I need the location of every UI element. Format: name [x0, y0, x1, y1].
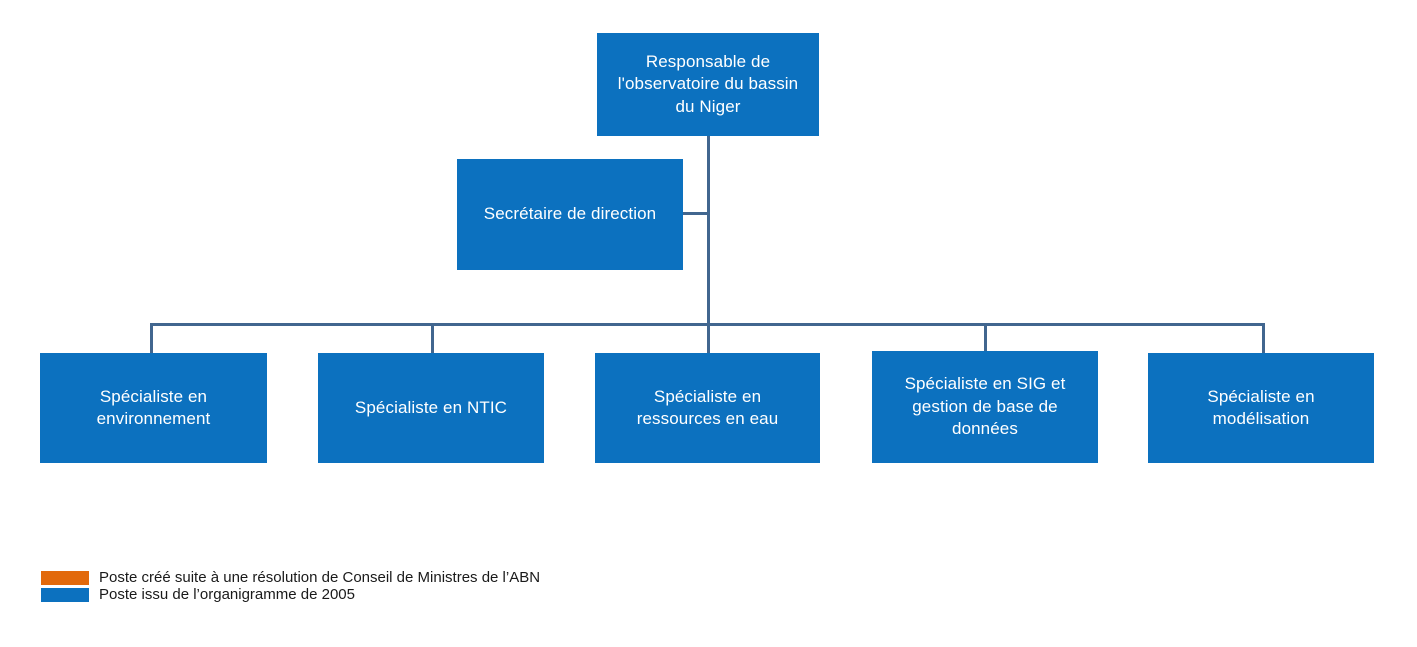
node-specialiste-ressources-en-eau[interactable]: Spécialiste en ressources en eau — [595, 353, 820, 463]
connector-root-trunk — [707, 136, 710, 325]
legend-swatch-existing — [41, 588, 89, 602]
legend: Poste créé suite à une résolution de Con… — [41, 570, 741, 604]
node-specialiste-sig-gestion-base-de-donnees[interactable]: Spécialiste en SIG et gestion de base de… — [872, 351, 1098, 463]
legend-item-created: Poste créé suite à une résolution de Con… — [41, 570, 741, 586]
node-specialiste-environnement[interactable]: Spécialiste en environnement — [40, 353, 267, 463]
connector-drop-1 — [150, 323, 153, 354]
legend-swatch-created — [41, 571, 89, 585]
node-responsable-observatoire[interactable]: Responsable de l'observatoire du bassin … — [597, 33, 819, 136]
legend-label-existing: Poste issu de l’organigramme de 2005 — [99, 586, 355, 603]
node-specialiste-modelisation[interactable]: Spécialiste en modélisation — [1148, 353, 1374, 463]
connector-secretary-stub — [682, 212, 709, 215]
legend-label-created: Poste créé suite à une résolution de Con… — [99, 569, 541, 586]
connector-drop-4 — [984, 323, 987, 351]
connector-drop-5 — [1262, 323, 1265, 354]
node-specialiste-ntic[interactable]: Spécialiste en NTIC — [318, 353, 544, 463]
connector-drop-3 — [707, 323, 710, 354]
node-secretaire-de-direction[interactable]: Secrétaire de direction — [457, 159, 683, 270]
legend-item-existing: Poste issu de l’organigramme de 2005 — [41, 587, 741, 603]
connector-drop-2 — [431, 323, 434, 354]
